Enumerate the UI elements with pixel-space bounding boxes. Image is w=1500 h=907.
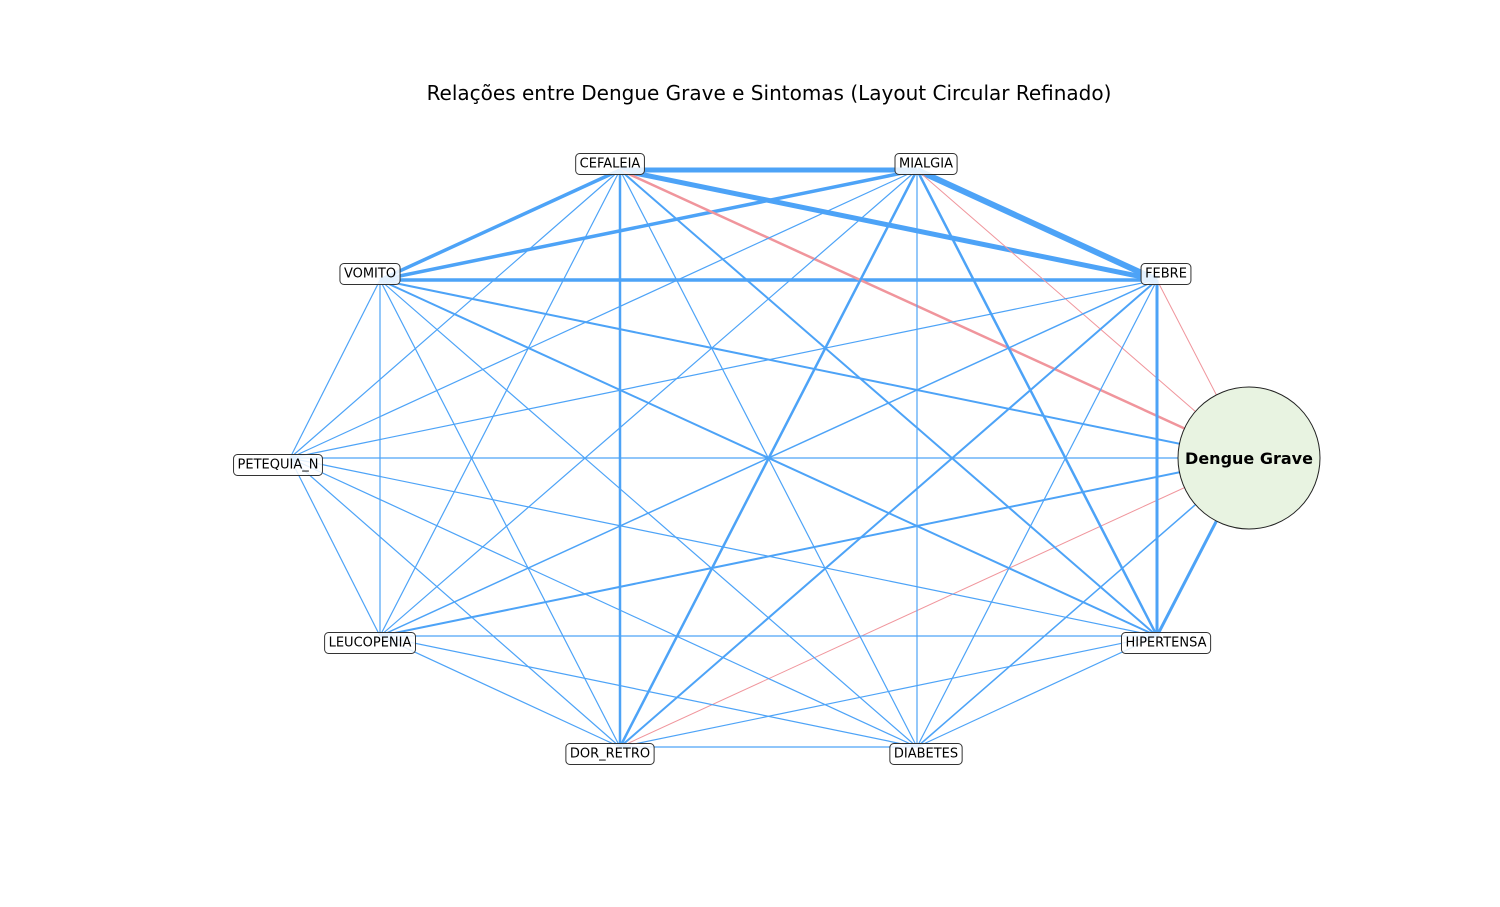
hub-circle: [1177, 386, 1321, 530]
edge-petequia_n-hipertensa: [289, 457, 1158, 637]
node-dengue-grave: Dengue Grave: [1177, 386, 1321, 530]
nodes-layer: Dengue Grave CEFALEIA MIALGIA FEBRE VOMITO PE…: [233, 153, 1321, 765]
edge-vomito-dengue_grave: [379, 279, 1250, 459]
edge-petequia_n-leucopenia: [289, 457, 381, 637]
edge-diabetes-dengue_grave: [916, 457, 1250, 748]
edge-leucopenia-diabetes: [379, 635, 918, 748]
edge-petequia_n-dor_retro: [289, 457, 621, 748]
node-label: HIPERTENSA: [1125, 636, 1206, 651]
node-label-box: [233, 454, 323, 476]
node-leucopenia: LEUCOPENIA: [324, 632, 416, 654]
node-diabetes: DIABETES: [889, 743, 963, 765]
edge-leucopenia-dor_retro: [379, 635, 621, 748]
edge-cefaleia-leucopenia: [379, 169, 621, 637]
hub-label: Dengue Grave: [1185, 449, 1313, 468]
node-febre: FEBRE: [1140, 263, 1192, 285]
node-label-box: [1120, 632, 1212, 654]
node-vomito: VOMITO: [339, 263, 401, 285]
node-label: FEBRE: [1145, 267, 1187, 282]
node-label-box: [339, 263, 401, 285]
node-cefaleia: CEFALEIA: [575, 153, 645, 175]
edge-vomito-dor_retro: [379, 279, 621, 748]
node-label-box: [1140, 263, 1192, 285]
diagram-title: Relações entre Dengue Grave e Sintomas (…: [427, 81, 1112, 105]
node-label: CEFALEIA: [580, 157, 641, 172]
node-label: MIALGIA: [899, 157, 953, 172]
edge-vomito-diabetes: [379, 279, 918, 748]
node-label-box: [565, 743, 655, 765]
edge-febre-petequia_n: [289, 279, 1158, 459]
node-label-box: [894, 153, 958, 175]
node-label: VOMITO: [344, 267, 396, 282]
node-mialgia: MIALGIA: [894, 153, 958, 175]
edge-vomito-petequia_n: [289, 279, 381, 459]
edge-dor_retro-dengue_grave: [619, 457, 1250, 748]
edges-layer: [289, 167, 1251, 748]
node-label: LEUCOPENIA: [329, 636, 412, 651]
edge-mialgia-petequia_n: [289, 169, 918, 459]
node-petequia-n: PETEQUIA_N: [233, 454, 323, 476]
edge-cefaleia-dengue_grave: [619, 168, 1250, 460]
node-label-box: [575, 153, 645, 175]
edge-petequia_n-diabetes: [289, 457, 918, 748]
node-label-box: [889, 743, 963, 765]
node-label: DOR_RETRO: [570, 747, 650, 762]
edge-mialgia-febre: [915, 167, 1159, 283]
edge-dor_retro-hipertensa: [619, 635, 1158, 748]
node-hipertensa: HIPERTENSA: [1120, 632, 1212, 654]
edge-mialgia-hipertensa: [915, 169, 1159, 637]
edge-vomito-cefaleia: [379, 168, 621, 282]
node-label: PETEQUIA_N: [238, 458, 319, 473]
node-dor-retro: DOR_RETRO: [565, 743, 655, 765]
edge-diabetes-hipertensa: [916, 635, 1158, 748]
edge-febre-diabetes: [916, 279, 1158, 748]
node-label-box: [324, 632, 416, 654]
edge-leucopenia-dengue_grave: [379, 457, 1250, 637]
node-label: DIABETES: [894, 747, 958, 762]
